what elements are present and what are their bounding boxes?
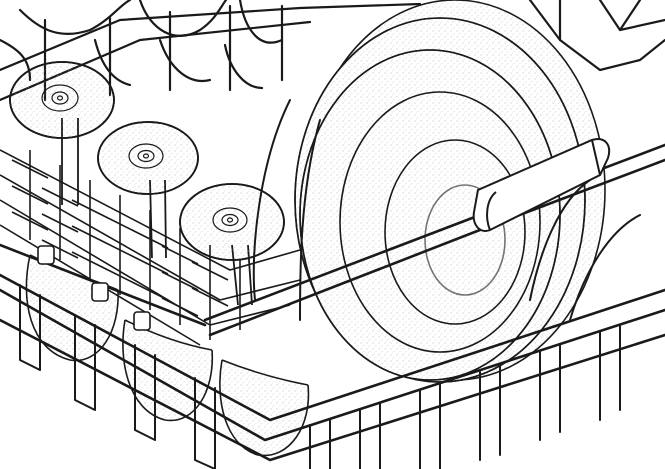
- wine-glass-2: [98, 122, 198, 258]
- plate-rim-inner: [340, 92, 540, 352]
- wine-glass-3: [180, 184, 284, 305]
- utensil-basket: [0, 150, 300, 345]
- rack-front-loops: [20, 285, 620, 469]
- rack-handle: [474, 139, 609, 231]
- plate-stack: [295, 0, 605, 382]
- rail-clips: [38, 246, 150, 330]
- plate-well: [385, 140, 525, 324]
- wine-glass-1: [10, 62, 114, 205]
